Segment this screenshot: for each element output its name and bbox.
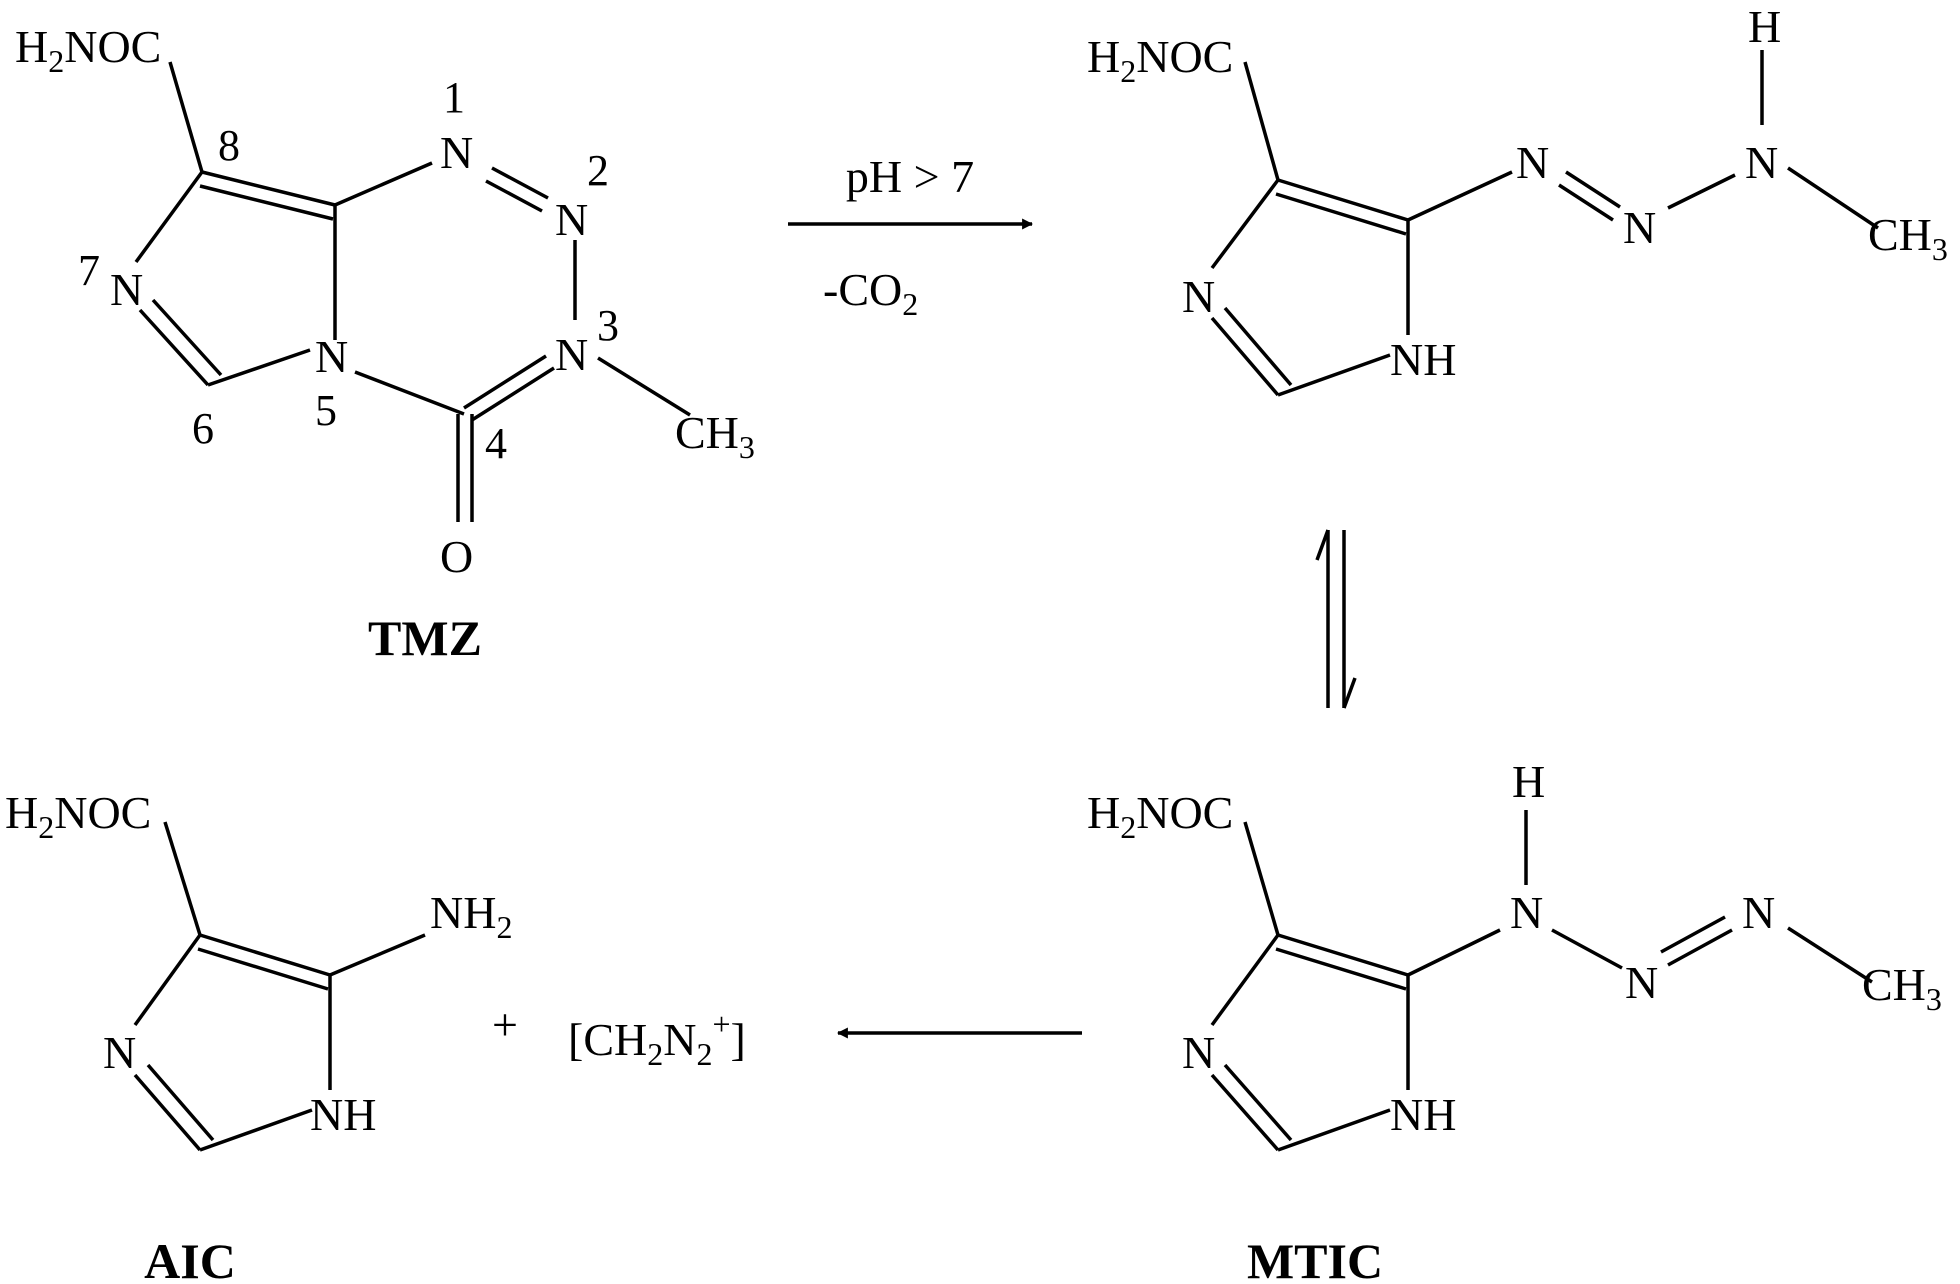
- condition-above: pH > 7: [846, 151, 974, 202]
- aic-carboxamide: H2NOC: [5, 787, 151, 845]
- tmz-n7: N: [110, 264, 143, 315]
- position-number: 7: [78, 246, 100, 295]
- byproduct-species: [CH2N2+]: [568, 1006, 746, 1072]
- position-number: 5: [315, 386, 337, 435]
- condition-below: -CO2: [823, 264, 918, 322]
- tmz-carboxamide: H2NOC: [15, 21, 161, 79]
- mtic-triazene-n: N: [1625, 957, 1658, 1008]
- intermediate-bonds: [1210, 50, 1879, 397]
- position-number: 6: [192, 404, 214, 453]
- position-number: 1: [443, 73, 465, 122]
- equilibrium-arrows: [1315, 529, 1357, 709]
- mtic-carboxamide: H2NOC: [1087, 787, 1233, 845]
- mtic-ring-n: N: [1182, 1027, 1215, 1078]
- intermediate-triazene-n: N: [1516, 137, 1549, 188]
- tmz-n3: N: [555, 329, 588, 380]
- intermediate-triazene-n: N: [1623, 202, 1656, 253]
- reaction-arrow-1: pH > 7 -CO2: [788, 151, 1034, 322]
- position-number: 4: [485, 419, 507, 468]
- aic-ring-nh: NH: [310, 1089, 376, 1140]
- intermediate-triazene-n: N: [1745, 137, 1778, 188]
- tmz-methyl: CH3: [675, 407, 755, 465]
- intermediate-ring-nh: NH: [1390, 334, 1456, 385]
- aic-amine: NH2: [430, 887, 512, 945]
- position-number: 2: [587, 146, 609, 195]
- tmz-n5: N: [315, 331, 348, 382]
- position-number: 8: [218, 121, 240, 170]
- mtic-h: H: [1512, 756, 1545, 807]
- intermediate-ring-n: N: [1182, 271, 1215, 322]
- tmz-position-numbers: 1 2 3 4 5 6 7 8: [78, 73, 619, 468]
- plus-sign: +: [492, 999, 518, 1050]
- tmz-structure: H2NOC N N N N N O CH3 1 2 3 4 5 6 7 8 TM…: [15, 21, 755, 666]
- tmz-oxygen: O: [440, 531, 473, 582]
- aic-name: AIC: [144, 1233, 236, 1284]
- intermediate-carboxamide: H2NOC: [1087, 31, 1233, 89]
- mtic-ring-nh: NH: [1390, 1089, 1456, 1140]
- intermediate-structure: H2NOC N NH N N N H CH3: [1087, 1, 1948, 397]
- tmz-name: TMZ: [368, 610, 482, 666]
- aic-structure: H2NOC NH2 N NH AIC: [5, 787, 512, 1284]
- tmz-bonds: [134, 61, 691, 522]
- mtic-bonds: [1210, 810, 1873, 1152]
- mtic-triazene-n: N: [1510, 887, 1543, 938]
- aic-bonds: [133, 821, 426, 1152]
- position-number: 3: [597, 301, 619, 350]
- mtic-methyl: CH3: [1862, 959, 1942, 1017]
- mtic-triazene-n: N: [1742, 887, 1775, 938]
- tmz-n1: N: [440, 127, 473, 178]
- aic-ring-n: N: [103, 1027, 136, 1078]
- tmz-n2: N: [555, 194, 588, 245]
- byproduct: + [CH2N2+]: [492, 999, 746, 1072]
- intermediate-h: H: [1748, 1, 1781, 52]
- intermediate-methyl: CH3: [1868, 209, 1948, 267]
- mtic-name: MTIC: [1247, 1233, 1383, 1284]
- mtic-structure: H2NOC N NH N N N H CH3 MTIC: [1087, 756, 1942, 1284]
